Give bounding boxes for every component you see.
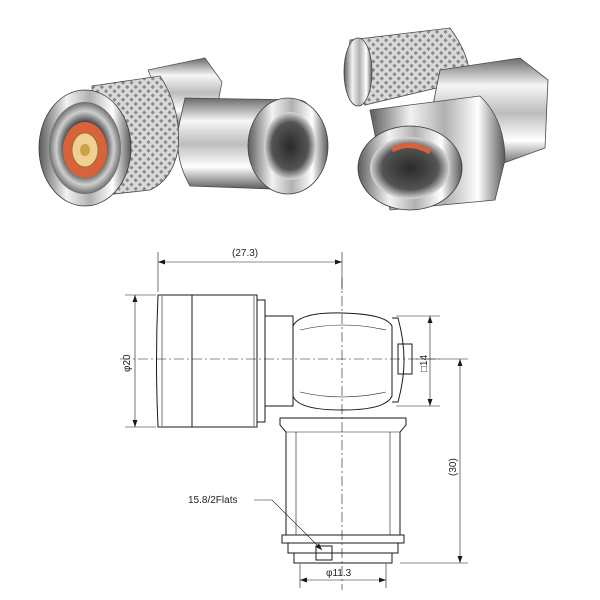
dim-diameter-label: φ20 <box>122 354 133 372</box>
dim-height-label: (30) <box>448 458 459 476</box>
n-male-right-angle-connector-front-view <box>38 57 329 207</box>
dim-bottom-diameter-label: φ11.3 <box>326 568 352 579</box>
dim-flats-label: 15.8/2Flats <box>188 495 237 506</box>
dimension-drawing: (27.3) φ20 □14 (30) 15.8/2Flats φ11.3 <box>120 248 468 590</box>
dim-square-label: □14 <box>419 354 430 372</box>
dim-width-label: (27.3) <box>232 248 258 259</box>
n-male-right-angle-connector-rear-view <box>343 27 549 211</box>
